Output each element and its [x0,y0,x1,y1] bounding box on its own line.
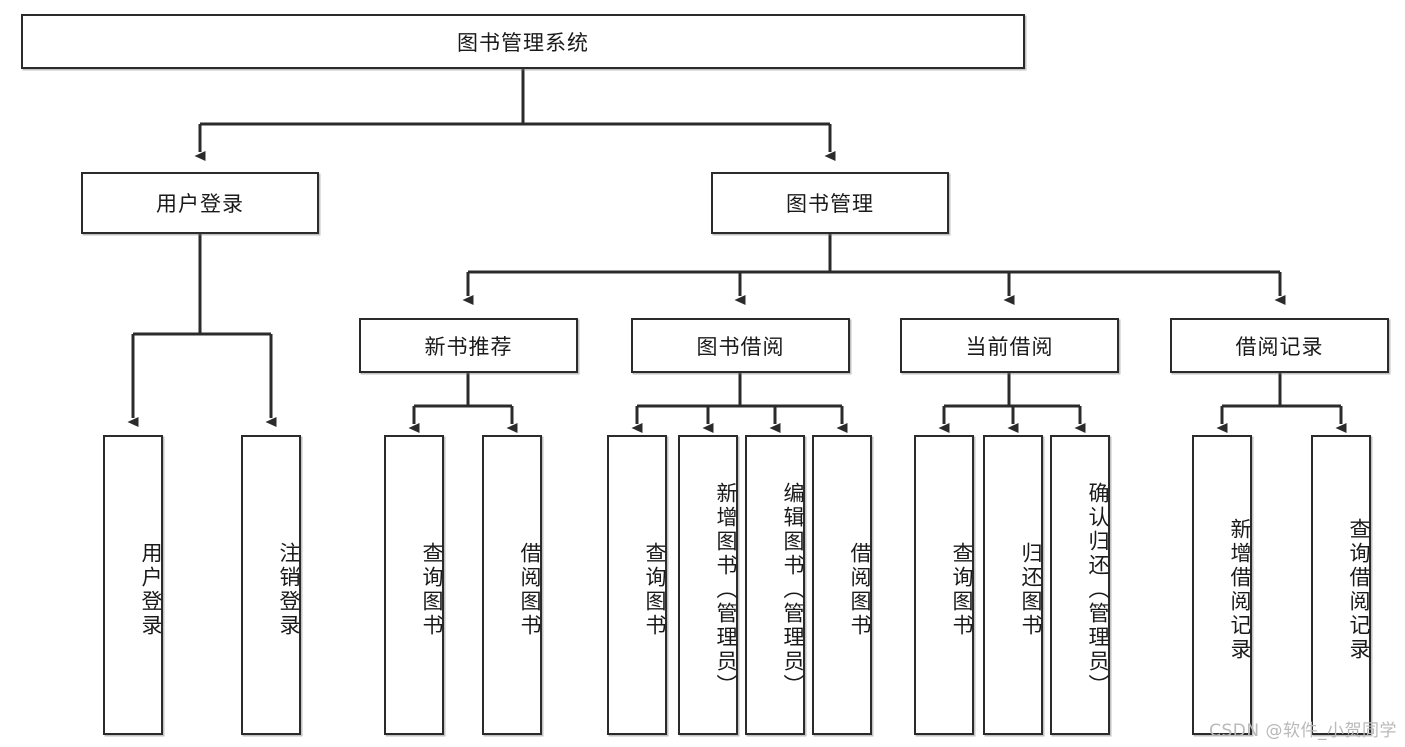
leaf-add-borrow-record[interactable]: 新增借阅记录 [1192,435,1252,735]
leaf-query-borrow-record[interactable]: 查询借阅记录 [1311,435,1371,735]
leaf-query-borrow-record-label: 查询借阅记录 [1347,518,1371,662]
leaf-return-books[interactable]: 归还图书 [983,435,1043,735]
node-new-book-recommend[interactable]: 新书推荐 [359,318,578,373]
node-root-library-management-system[interactable]: 图书管理系统 [21,14,1025,69]
node-current-borrow-label: 当前借阅 [965,334,1054,359]
leaf-borrow-books-label: 借阅图书 [848,542,872,638]
node-user-login-label: 用户登录 [156,192,244,216]
leaf-add-book-admin-label: 新增图书（管理员） [714,482,738,698]
leaf-add-book-admin[interactable]: 新增图书（管理员） [678,435,738,735]
node-user-login[interactable]: 用户登录 [81,172,319,234]
leaf-confirm-return-admin-label: 确认归还（管理员） [1086,482,1110,698]
node-book-management[interactable]: 图书管理 [711,172,949,234]
node-current-borrow[interactable]: 当前借阅 [900,318,1119,373]
leaf-query-books-recommend-label: 查询图书 [420,542,444,638]
node-new-book-recommend-label: 新书推荐 [424,334,513,359]
node-book-borrow[interactable]: 图书借阅 [631,318,850,373]
leaf-add-borrow-record-label: 新增借阅记录 [1228,518,1252,662]
leaf-user-login-label: 用户登录 [139,542,163,638]
node-book-borrow-label: 图书借阅 [696,334,785,359]
leaf-query-books-current[interactable]: 查询图书 [914,435,974,735]
leaf-borrow-books-recommend-label: 借阅图书 [518,542,542,638]
leaf-logout[interactable]: 注销登录 [241,435,301,735]
csdn-watermark: CSDN @软件_小贺同学 [1209,721,1397,741]
leaf-query-books-borrow-label: 查询图书 [643,542,667,638]
leaf-query-books-current-label: 查询图书 [950,542,974,638]
leaf-query-books-borrow[interactable]: 查询图书 [607,435,667,735]
leaf-borrow-books[interactable]: 借阅图书 [812,435,872,735]
node-book-management-label: 图书管理 [786,192,874,216]
leaf-return-books-label: 归还图书 [1019,542,1043,638]
node-borrow-records-label: 借阅记录 [1235,334,1324,359]
leaf-logout-label: 注销登录 [277,542,301,638]
node-borrow-records[interactable]: 借阅记录 [1170,318,1389,373]
leaf-user-login[interactable]: 用户登录 [103,435,163,735]
leaf-query-books-recommend[interactable]: 查询图书 [384,435,444,735]
leaf-confirm-return-admin[interactable]: 确认归还（管理员） [1050,435,1110,735]
node-root-label: 图书管理系统 [457,30,589,55]
leaf-borrow-books-recommend[interactable]: 借阅图书 [482,435,542,735]
leaf-edit-book-admin-label: 编辑图书（管理员） [781,482,805,698]
leaf-edit-book-admin[interactable]: 编辑图书（管理员） [745,435,805,735]
